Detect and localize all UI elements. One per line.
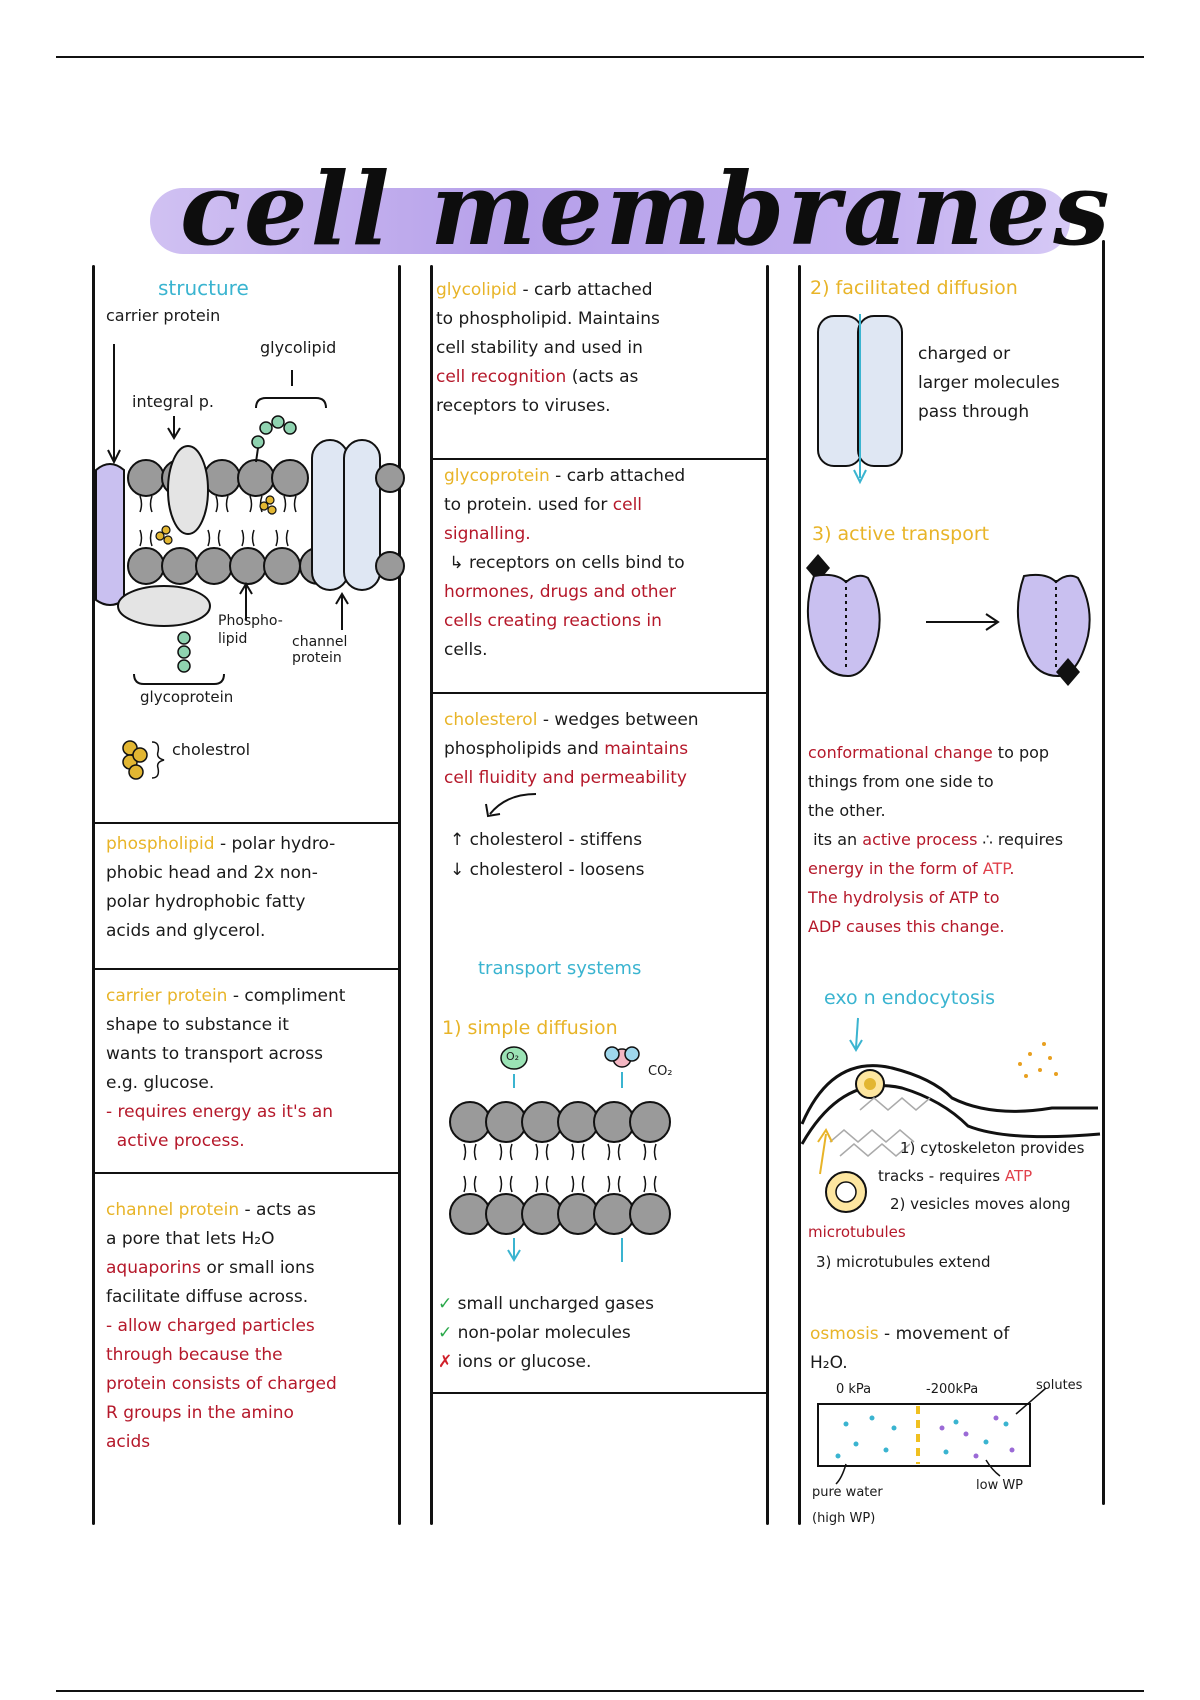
- check-icon: ✓: [438, 1294, 452, 1314]
- check-icon: ✓: [438, 1323, 452, 1343]
- active-transport-diagram: [806, 550, 1106, 710]
- simple-diffusion-heading: 1) simple diffusion: [442, 1014, 618, 1043]
- criteria-text-2: non-polar molecules: [458, 1323, 631, 1343]
- diffusion-criteria-list: ✓ small uncharged gases ✓ non-polar mole…: [438, 1290, 654, 1377]
- active-transport-note: conformational change to pop things from…: [808, 738, 1063, 941]
- cholesterol-note: cholesterol - wedges between phospholipi…: [444, 706, 699, 793]
- membrane-diagram: [96, 330, 396, 700]
- channel-red-1: aquaporins: [106, 1258, 201, 1278]
- col1-divider-1: [92, 822, 400, 824]
- glycoprotein-term: glycoprotein: [444, 466, 550, 486]
- glycolipid-term: glycolipid: [436, 280, 517, 300]
- exo-step-2: 2) vesicles moves along: [890, 1190, 1071, 1219]
- channel-term: channel protein: [106, 1200, 239, 1220]
- active-text-2: ∴ requires: [977, 830, 1063, 849]
- carrier-protein-label: carrier protein: [106, 306, 220, 325]
- phospholipid-term: phospholipid: [106, 834, 215, 854]
- glycoprotein-text-2: ↳ receptors on cells bind to: [444, 553, 685, 573]
- col2-left-border: [430, 265, 433, 1525]
- criteria-text-3: ions or glucose.: [458, 1352, 592, 1372]
- col1-divider-2: [92, 968, 400, 970]
- exo-step-1b: tracks - requires ATP: [878, 1162, 1032, 1191]
- exo-step-1b-text: tracks - requires: [878, 1167, 1005, 1185]
- glycolipid-red: cell recognition: [436, 367, 566, 387]
- facilitated-heading: 2) facilitated diffusion: [810, 274, 1018, 303]
- exo-atp: ATP: [1005, 1167, 1032, 1185]
- col3-right-border: [1102, 240, 1105, 1505]
- carrier-term: carrier protein: [106, 986, 227, 1006]
- low-wp-label: low WP: [976, 1478, 1023, 1493]
- col2-divider-2: [430, 692, 768, 694]
- pure-water-label: pure water (high WP): [812, 1480, 883, 1532]
- transport-heading: transport systems: [478, 954, 641, 983]
- col1-right-border: [398, 265, 401, 1525]
- cholesterol-label: cholestrol: [172, 740, 250, 759]
- active-transport-heading: 3) active transport: [812, 520, 989, 549]
- col3-left-border: [798, 265, 801, 1525]
- carrier-note: carrier protein - compliment shape to su…: [106, 982, 345, 1156]
- col1-divider-3: [92, 1172, 400, 1174]
- facilitated-channel-diagram: [814, 310, 914, 490]
- carrier-red-text: - requires energy as it's an active proc…: [106, 1102, 333, 1151]
- osmosis-note: osmosis - movement of H₂O.: [810, 1320, 1009, 1378]
- exo-endocytosis-heading: exo n endocytosis: [824, 984, 995, 1013]
- criteria-item-1: ✓ small uncharged gases: [438, 1290, 654, 1319]
- exo-step-2b: microtubules: [808, 1218, 906, 1247]
- facilitated-text: charged or larger molecules pass through: [918, 340, 1060, 427]
- structure-heading: structure: [158, 274, 249, 303]
- active-red-1: conformational change: [808, 743, 993, 762]
- page-title: cell membranes: [180, 150, 1113, 268]
- glycoprotein-red-2: hormones, drugs and other cells creating…: [444, 582, 676, 631]
- o2-label: O₂: [506, 1050, 519, 1063]
- glycoprotein-text-3: cells.: [444, 640, 488, 660]
- col2-divider-3: [430, 1392, 768, 1394]
- cholesterol-term: cholesterol: [444, 710, 537, 730]
- osmosis-term: osmosis: [810, 1324, 879, 1344]
- top-rule: [56, 56, 1144, 58]
- active-atp: ATP: [983, 859, 1010, 878]
- col1-left-border: [92, 265, 95, 1525]
- cholesterol-down: ↓ cholesterol - loosens: [450, 856, 645, 885]
- co2-label: CO₂: [648, 1064, 673, 1079]
- col2-divider-1: [430, 458, 768, 460]
- active-red-3: energy in the form of: [808, 859, 983, 878]
- criteria-item-3: ✗ ions or glucose.: [438, 1348, 654, 1377]
- active-red-2: active process: [862, 830, 977, 849]
- exo-step-1: 1) cytoskeleton provides: [900, 1134, 1084, 1163]
- criteria-item-2: ✓ non-polar molecules: [438, 1319, 654, 1348]
- col2-right-border: [766, 265, 769, 1525]
- glycolipid-note: glycolipid - carb attached to phospholip…: [436, 276, 660, 421]
- criteria-text-1: small uncharged gases: [458, 1294, 654, 1314]
- phospholipid-note: phospholipid - polar hydro- phobic head …: [106, 830, 335, 946]
- channel-note: channel protein - acts as a pore that le…: [106, 1196, 337, 1457]
- osmosis-diagram: [816, 1394, 1076, 1494]
- exo-step-3: 3) microtubules extend: [816, 1248, 991, 1277]
- channel-red-2: - allow charged particles through becaus…: [106, 1316, 337, 1452]
- cross-icon: ✗: [438, 1352, 452, 1372]
- cholesterol-up: ↑ cholesterol - stiffens: [450, 826, 642, 855]
- cholesterol-icon: [118, 738, 168, 782]
- glycoprotein-note: glycoprotein - carb attached to protein.…: [444, 462, 685, 665]
- bottom-rule: [56, 1690, 1144, 1692]
- curved-arrow-icon: [480, 790, 540, 820]
